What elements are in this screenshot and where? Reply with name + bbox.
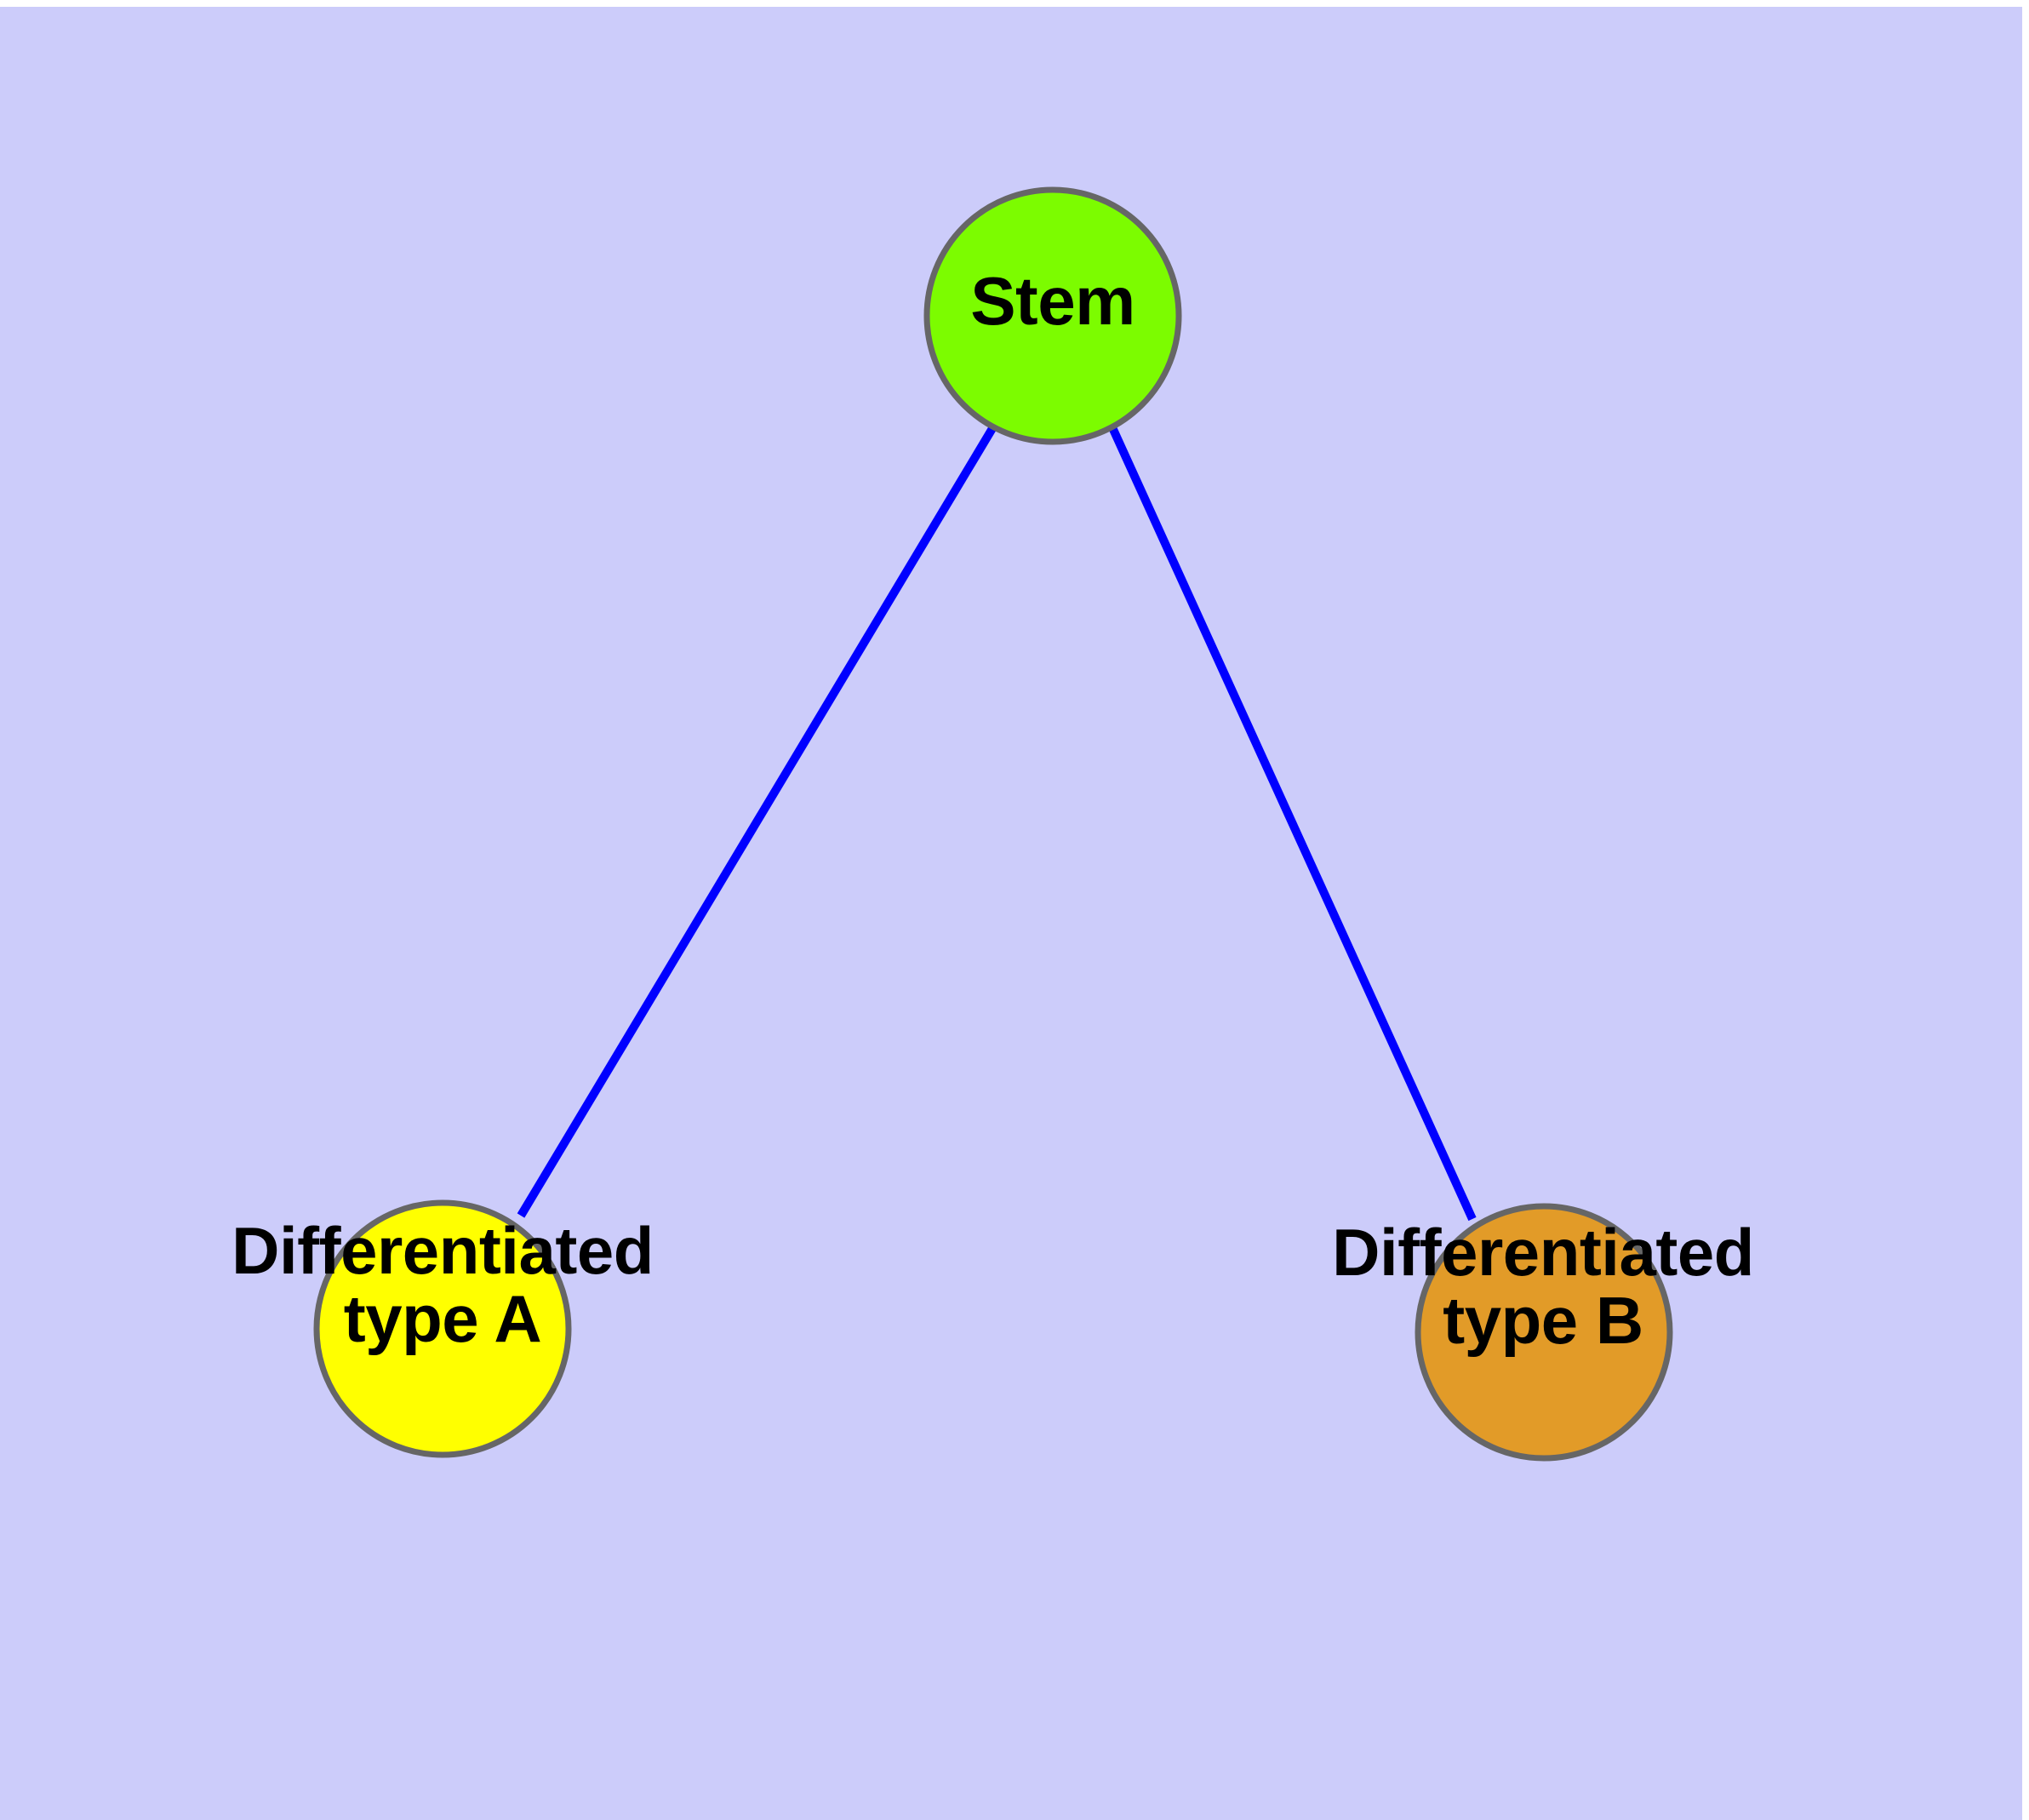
node-layer — [313, 186, 1673, 1462]
edge-stem-to-differentiated-type-b — [1107, 423, 1477, 1222]
edge-stem-to-differentiated-type-a — [517, 423, 998, 1218]
edge-layer — [517, 423, 1477, 1222]
node-differentiated-type-b[interactable] — [1415, 1203, 1673, 1462]
node-differentiated-type-a[interactable] — [313, 1199, 572, 1458]
node-stem[interactable] — [923, 186, 1182, 445]
